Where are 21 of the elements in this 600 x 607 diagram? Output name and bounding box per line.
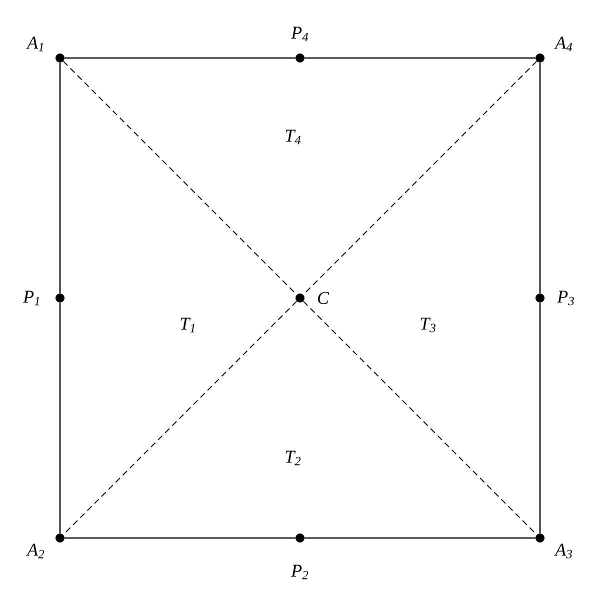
point-label: P$_{1}$: [23, 290, 40, 306]
region-label: T$_{3}$: [420, 318, 436, 332]
point-label: P$_{2}$: [291, 564, 308, 580]
region-label: T$_{2}$: [286, 450, 301, 466]
point-label: A$_{4}$: [554, 36, 572, 52]
line: [64, 57, 296, 59]
line: [304, 537, 536, 539]
line: [304, 57, 536, 59]
point-label: A$_{3}$: [554, 544, 572, 558]
point-label: A$_{2}$: [26, 544, 44, 558]
region-label: T$_{4}$: [286, 130, 301, 144]
point-label: P$_{3}$: [557, 290, 574, 306]
line: [64, 537, 296, 539]
point-label: P$_{4}$: [291, 26, 308, 42]
region-label: T$_{1}$: [180, 318, 195, 332]
line: [539, 302, 541, 534]
point-label: A$_{1}$: [26, 36, 44, 52]
line: [59, 302, 61, 534]
line: [539, 62, 541, 294]
point-label: C: [318, 292, 330, 304]
line: [59, 62, 61, 294]
